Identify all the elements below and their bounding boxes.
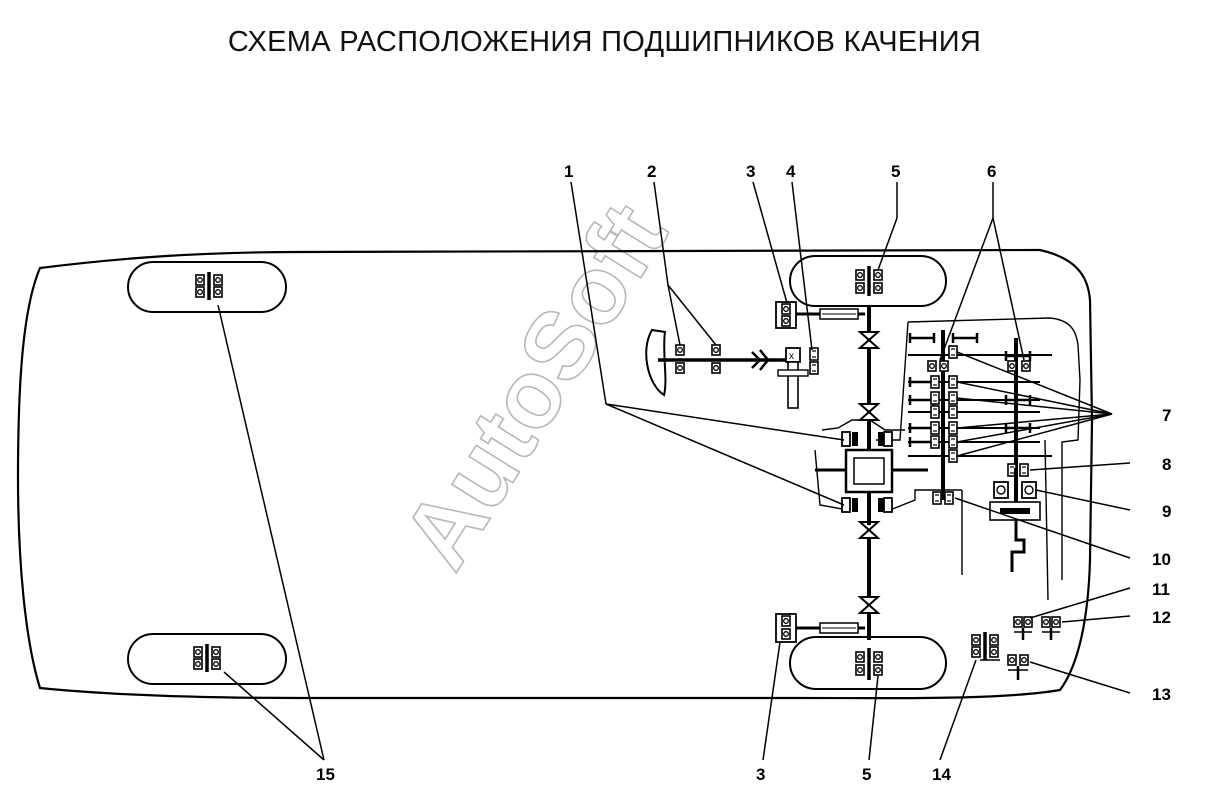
wheel-rear-right	[789, 636, 947, 690]
callout-3-top: 3	[746, 162, 755, 181]
car-body-outline	[16, 248, 1094, 700]
wheel-front-right	[789, 255, 947, 307]
output-shaft-bearings	[989, 463, 1041, 572]
callout-4: 4	[786, 162, 796, 181]
auxiliary-bearings	[971, 616, 1061, 680]
hub-assembly-top	[775, 301, 865, 329]
hub-assembly-bottom	[775, 613, 865, 643]
callout-2: 2	[647, 162, 656, 181]
callout-14: 14	[932, 765, 951, 784]
watermark: AutoSoft	[382, 186, 687, 586]
steering-shaft: x	[645, 328, 819, 409]
callout-1: 1	[564, 162, 573, 181]
callout-numbers: 1 2 3 4 5 6 7 8 9 10 11 12 13 14 3 5 15	[316, 162, 1171, 784]
svg-text:x: x	[789, 351, 794, 362]
wheel-rear-left	[127, 633, 287, 685]
callout-5-bottom: 5	[862, 765, 871, 784]
callout-10: 10	[1152, 550, 1171, 569]
diagram-title: СХЕМА РАСПОЛОЖЕНИЯ ПОДШИПНИКОВ КАЧЕНИЯ	[227, 26, 982, 58]
drive-shafts	[859, 305, 879, 640]
callout-9: 9	[1162, 502, 1171, 521]
callout-8: 8	[1162, 455, 1171, 474]
callout-7: 7	[1162, 406, 1171, 425]
leader-lines	[217, 181, 1131, 761]
wheel-front-left	[127, 261, 287, 313]
callout-5-top: 5	[891, 162, 900, 181]
callout-13: 13	[1152, 685, 1171, 704]
gearbox-internals	[908, 330, 1052, 500]
callout-3-bottom: 3	[756, 765, 765, 784]
callout-15: 15	[316, 765, 335, 784]
callout-12: 12	[1152, 608, 1171, 627]
callout-11: 11	[1152, 580, 1170, 599]
differential	[815, 420, 928, 525]
callout-6: 6	[987, 162, 996, 181]
